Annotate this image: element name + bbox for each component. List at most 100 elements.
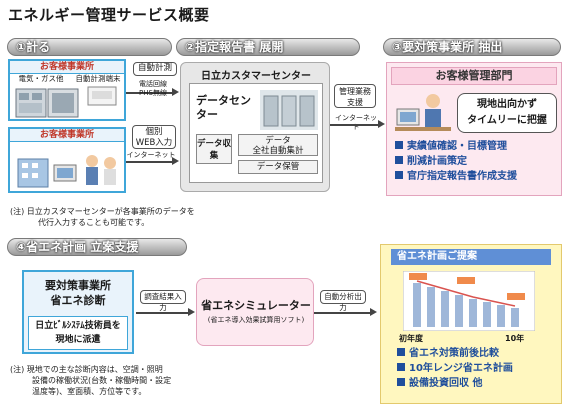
section-number: ④	[16, 240, 27, 254]
auto-total-line-1: データ	[265, 136, 291, 146]
customer-management-title: お客様管理部門	[391, 67, 557, 85]
transfer-line-2: PHS無線	[139, 89, 167, 97]
building-office-illustration	[17, 155, 116, 188]
dispatch-line-2: 現地に派遣	[55, 335, 101, 345]
feature-text: 削減計画策定	[407, 156, 467, 167]
note-diagnosis-content: (注) 現地での主な診断内容は、空調・照明 設備の稼働状況(台数・稼働時間・設定…	[10, 364, 250, 397]
customer-management-panel: お客様管理部門 現地出向かず タイムリーに把握 実績値確認・目標管理 削減計画策…	[386, 62, 562, 196]
diagnosis-title: 要対策事業所 省エネ診断	[24, 278, 132, 308]
section-header-extract: ③要対策事業所 抽出	[383, 38, 561, 56]
section-label: 省エネ計画 立案支援	[26, 240, 139, 254]
savings-chart-illustration	[403, 271, 535, 331]
connector-line	[126, 92, 172, 94]
feature-text: 官庁指定報告書作成支援	[407, 171, 517, 182]
auto-meter-terminal-label: 自動計測端末	[75, 74, 121, 83]
transfer-line-label: 電話回線 PHS無線	[130, 80, 176, 98]
data-storage-box: データ保管	[238, 160, 318, 174]
customer-center-panel: 日立カスタマーセンター データセンター データ収集 データ 全社自動集計 データ…	[180, 62, 330, 192]
section-number: ③	[392, 40, 403, 54]
note-proxy-input: (注) 日立カスタマーセンターが各事業所のデータを 代行入力することも可能です。	[10, 206, 270, 228]
customer-center-title: 日立カスタマーセンター	[201, 71, 311, 82]
management-support-line-2: 支援	[347, 98, 363, 107]
feature-text: 設備投資回収 他	[409, 378, 483, 389]
connector-line	[330, 124, 378, 126]
speech-line-1: 現地出向かず	[477, 99, 537, 110]
feature-text: 10年レンジ省エネ計画	[409, 363, 513, 374]
bullet-square-icon	[397, 363, 405, 371]
section-number: ②	[185, 40, 196, 54]
management-support-line-1: 管理業務	[339, 87, 371, 96]
page-title: エネルギー管理サービス概要	[8, 6, 210, 24]
auto-measure-label: 自動計測	[133, 62, 177, 76]
data-collection-box: データ収集	[196, 134, 232, 164]
section-header-plan: ④省エネ計画 立案支援	[7, 238, 187, 256]
management-feature-list: 実績値確認・目標管理 削減計画策定 官庁指定報告書作成支援	[395, 139, 517, 184]
transfer-line-1: 電話回線	[139, 80, 167, 88]
arrow-right-icon	[172, 157, 179, 165]
section-label: 要対策事業所 抽出	[402, 40, 503, 54]
proposal-feature-item: 10年レンジ省エネ計画	[397, 361, 513, 376]
meter-cabinets-illustration	[15, 86, 117, 118]
connector-line	[136, 312, 188, 314]
arrow-right-icon	[172, 88, 179, 96]
auto-total-line-2: 全社自動集計	[252, 146, 304, 156]
chart-year-tenth: 10年	[505, 334, 525, 343]
proposal-panel: 省エネ計画ご提案 初年度 10年 省エネ対策前後比較 10年レンジ省エネ計画 設…	[380, 244, 562, 404]
bullet-square-icon	[395, 156, 403, 164]
web-input-line-1: 個別	[145, 127, 163, 137]
customer-site-label: お客様事業所	[10, 61, 124, 74]
bullet-square-icon	[397, 378, 405, 386]
proposal-title: 省エネ計画ご提案	[391, 249, 551, 265]
note-line: (注) 現地での主な診断内容は、空調・照明	[10, 365, 163, 374]
note-line: (注) 日立カスタマーセンターが各事業所のデータを	[10, 207, 195, 216]
customer-site-meter-panel: お客様事業所 電気・ガス他 自動計測端末	[8, 59, 126, 121]
proposal-feature-list: 省エネ対策前後比較 10年レンジ省エネ計画 設備投資回収 他	[397, 346, 513, 391]
web-input-label: 個別 WEB入力	[132, 125, 176, 149]
auto-analysis-label: 自動分析出力	[320, 290, 366, 312]
diagnosis-panel: 要対策事業所 省エネ診断 日立ﾋﾞﾙｼｽﾃﾑ技術員を 現地に派遣	[22, 270, 134, 354]
section-number: ①	[16, 40, 27, 54]
feature-text: 省エネ対策前後比較	[409, 348, 499, 359]
management-feature-item: 実績値確認・目標管理	[395, 139, 517, 154]
feature-text: 実績値確認・目標管理	[407, 141, 507, 152]
section-header-measure: ①計る	[7, 38, 172, 56]
office-worker-illustration	[395, 94, 451, 131]
data-center-label: データセンター	[196, 94, 251, 121]
internet-label: インターネット	[126, 151, 176, 159]
note-line: 設備の稼働状況(台数・稼働時間・設定	[32, 376, 172, 385]
meters-label: 電気・ガス他	[18, 74, 64, 83]
survey-input-label: 調査結果入力	[140, 290, 186, 312]
management-support-label: 管理業務 支援	[334, 84, 376, 108]
speech-bubble: 現地出向かず タイムリーに把握	[457, 93, 557, 133]
note-line: 代行入力することも可能です。	[38, 218, 150, 227]
chart-year-first: 初年度	[399, 334, 423, 343]
management-feature-item: 削減計画策定	[395, 154, 517, 169]
management-feature-item: 官庁指定報告書作成支援	[395, 169, 517, 184]
section-label: 計る	[26, 40, 51, 54]
simulator-title: 省エネシミュレーター	[201, 299, 311, 312]
arrow-right-icon	[378, 120, 385, 128]
customer-site-web-panel: お客様事業所	[8, 127, 126, 193]
arrow-right-icon	[370, 308, 377, 316]
internet-label: インターネット	[335, 114, 377, 131]
data-center-box: データセンター データ収集 データ 全社自動集計 データ保管	[189, 83, 323, 183]
dispatch-box: 日立ﾋﾞﾙｼｽﾃﾑ技術員を 現地に派遣	[28, 316, 128, 350]
connector-line	[126, 161, 172, 163]
section-label: 指定報告書 展開	[195, 40, 284, 54]
diagnosis-line-1: 要対策事業所	[45, 279, 111, 292]
bullet-square-icon	[397, 348, 405, 356]
simulator-panel: 省エネシミュレーター (省エネ導入効果試算用ソフト)	[196, 278, 314, 346]
proposal-feature-item: 省エネ対策前後比較	[397, 346, 513, 361]
dispatch-line-1: 日立ﾋﾞﾙｼｽﾃﾑ技術員を	[35, 321, 121, 331]
bullet-square-icon	[395, 141, 403, 149]
proposal-feature-item: 設備投資回収 他	[397, 376, 513, 391]
speech-line-2: タイムリーに把握	[467, 115, 547, 126]
server-room-illustration	[260, 90, 318, 130]
auto-total-box: データ 全社自動集計	[238, 134, 318, 156]
web-input-line-2: WEB入力	[135, 138, 173, 148]
arrow-right-icon	[188, 308, 195, 316]
bullet-square-icon	[395, 171, 403, 179]
note-line: 温度等)、室面積、方位等です。	[32, 387, 147, 396]
section-header-report: ②指定報告書 展開	[176, 38, 360, 56]
connector-line	[314, 312, 370, 314]
